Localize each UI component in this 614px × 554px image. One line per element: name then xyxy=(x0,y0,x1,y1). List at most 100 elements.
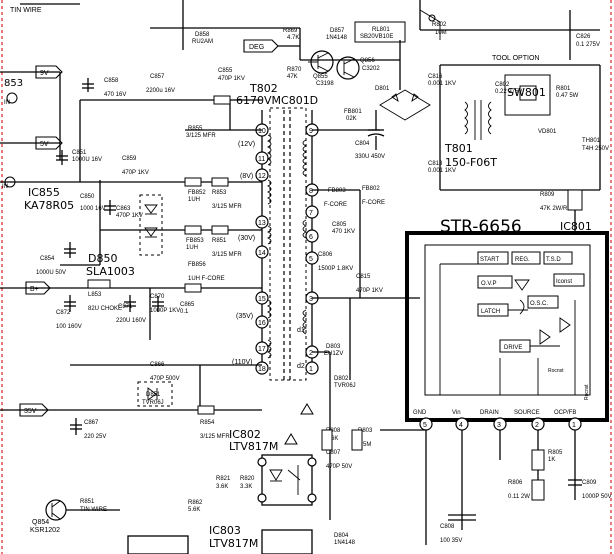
svg-text:TVR06J: TVR06J xyxy=(334,383,356,389)
svg-text:Iconst: Iconst xyxy=(556,279,572,285)
t801-coil xyxy=(464,100,492,140)
ic801-inner-frame xyxy=(424,244,591,396)
svg-text:C867: C867 xyxy=(84,420,99,426)
svg-text:470P 1KV: 470P 1KV xyxy=(116,213,143,219)
svg-text:1UH: 1UH xyxy=(188,197,200,203)
svg-text:3/125 MFR: 3/125 MFR xyxy=(212,252,242,258)
svg-text:C854: C854 xyxy=(40,256,55,262)
svg-text:9: 9 xyxy=(309,128,313,135)
svg-text:D803: D803 xyxy=(326,344,341,350)
svg-text:470P 1KV: 470P 1KV xyxy=(122,170,149,176)
svg-text:T.S.D: T.S.D xyxy=(546,257,561,263)
svg-text:R803: R803 xyxy=(358,428,373,434)
svg-text:2: 2 xyxy=(535,422,539,429)
ic855-part: KA78R05 xyxy=(24,199,74,212)
svg-text:R809: R809 xyxy=(540,192,555,198)
transistor-q854 xyxy=(45,499,120,521)
svg-text:FB856: FB856 xyxy=(188,262,206,268)
svg-text:C855: C855 xyxy=(218,68,233,74)
top-wiring xyxy=(20,0,601,191)
rocnst-label-2: Rocnst xyxy=(584,384,590,400)
svg-text:R821: R821 xyxy=(216,476,231,482)
winding-35v: (35V) xyxy=(236,313,253,320)
svg-text:O.S.C.: O.S.C. xyxy=(530,301,548,307)
svg-text:C871: C871 xyxy=(118,304,133,310)
svg-text:D851: D851 xyxy=(146,392,161,398)
svg-text:C802: C802 xyxy=(495,82,510,88)
svg-text:OCP/FB: OCP/FB xyxy=(554,410,576,416)
svg-text:C865: C865 xyxy=(180,302,195,308)
svg-text:470 1KV: 470 1KV xyxy=(332,229,355,235)
svg-text:R805: R805 xyxy=(548,450,563,456)
ic803-part: LTV817M xyxy=(209,537,258,550)
svg-text:3/125 MFR: 3/125 MFR xyxy=(186,133,216,139)
svg-text:C870: C870 xyxy=(150,294,165,300)
svg-text:3.6K: 3.6K xyxy=(216,484,228,490)
svg-text:47K: 47K xyxy=(287,74,298,80)
svg-text:100 160V: 100 160V xyxy=(56,324,82,330)
svg-text:2200u 16V: 2200u 16V xyxy=(146,88,175,94)
d850-part: SLA1003 xyxy=(86,265,135,278)
svg-text:TH801: TH801 xyxy=(582,138,601,144)
q854-label: Q854 xyxy=(32,519,49,526)
net-35v-tag: 35V xyxy=(19,403,49,417)
svg-text:SB20VB10E: SB20VB10E xyxy=(360,34,393,40)
svg-text:8: 8 xyxy=(309,188,313,195)
net-9v-tag: 9V xyxy=(35,65,63,79)
svg-text:1: 1 xyxy=(309,366,313,373)
svg-text:1UH F-CORE: 1UH F-CORE xyxy=(188,276,225,282)
left-capacitors xyxy=(56,78,164,435)
svg-text:DEG: DEG xyxy=(249,44,264,51)
t802-windings xyxy=(266,134,308,359)
svg-text:R853: R853 xyxy=(212,190,227,196)
svg-text:82U CHOKE: 82U CHOKE xyxy=(88,306,122,312)
sw801-label: SW801 xyxy=(507,86,546,99)
svg-text:220 25V: 220 25V xyxy=(84,434,106,440)
svg-text:0.22 275V: 0.22 275V xyxy=(495,89,522,95)
svg-text:L853: L853 xyxy=(88,292,102,298)
svg-text:IN: IN xyxy=(2,184,8,190)
svg-text:3/125 MFR: 3/125 MFR xyxy=(200,434,230,440)
svg-text:C3202: C3202 xyxy=(362,66,380,72)
right-components xyxy=(321,189,583,521)
svg-text:R808: R808 xyxy=(326,428,341,434)
svg-text:0.1: 0.1 xyxy=(180,309,189,315)
ic802-part: LTV817M xyxy=(229,440,278,453)
svg-text:B+: B+ xyxy=(30,286,39,293)
svg-text:R869: R869 xyxy=(283,28,298,34)
svg-text:EU1ZV: EU1ZV xyxy=(324,351,343,357)
svg-text:DRAIN: DRAIN xyxy=(480,410,499,416)
svg-text:D857: D857 xyxy=(330,28,345,34)
svg-text:1000 16V: 1000 16V xyxy=(80,206,106,212)
t802-core xyxy=(261,107,313,381)
t801-part: 150-F06T xyxy=(445,156,497,169)
svg-text:6: 6 xyxy=(309,234,313,241)
svg-text:C866: C866 xyxy=(150,362,165,368)
rocnst-label-1: Rocnst xyxy=(548,368,564,374)
svg-text:C857: C857 xyxy=(150,74,165,80)
svg-text:C806: C806 xyxy=(318,252,333,258)
in-connector-2: IN xyxy=(2,176,16,190)
bridge-rectifier xyxy=(379,89,431,121)
svg-text:02K: 02K xyxy=(346,116,357,122)
relay-rl801 xyxy=(354,9,441,43)
winding-d2: d2 xyxy=(297,363,305,370)
svg-text:330U 450V: 330U 450V xyxy=(355,154,385,160)
svg-text:C850: C850 xyxy=(80,194,95,200)
q853-label: 853 xyxy=(4,78,23,89)
ic801-label: IC801 xyxy=(560,220,592,233)
svg-text:R806: R806 xyxy=(508,480,523,486)
tin-wire-label-bottom: TIN WIRE xyxy=(80,507,107,513)
svg-text:0.001 1KV: 0.001 1KV xyxy=(428,81,456,87)
t802-part: 6170VMC801D xyxy=(236,94,318,107)
svg-text:F-CORE: F-CORE xyxy=(324,202,347,208)
svg-text:C808: C808 xyxy=(440,524,455,530)
svg-text:RU2AM: RU2AM xyxy=(192,39,213,45)
svg-text:C826: C826 xyxy=(576,34,591,40)
component-labels: R869 4.7K D857 1N4148 RL801 SB20VB10E R8… xyxy=(36,22,612,546)
svg-text:16: 16 xyxy=(258,320,266,327)
svg-text:Q856: Q856 xyxy=(360,58,375,64)
svg-text:C809: C809 xyxy=(582,480,597,486)
svg-text:C804: C804 xyxy=(355,141,370,147)
